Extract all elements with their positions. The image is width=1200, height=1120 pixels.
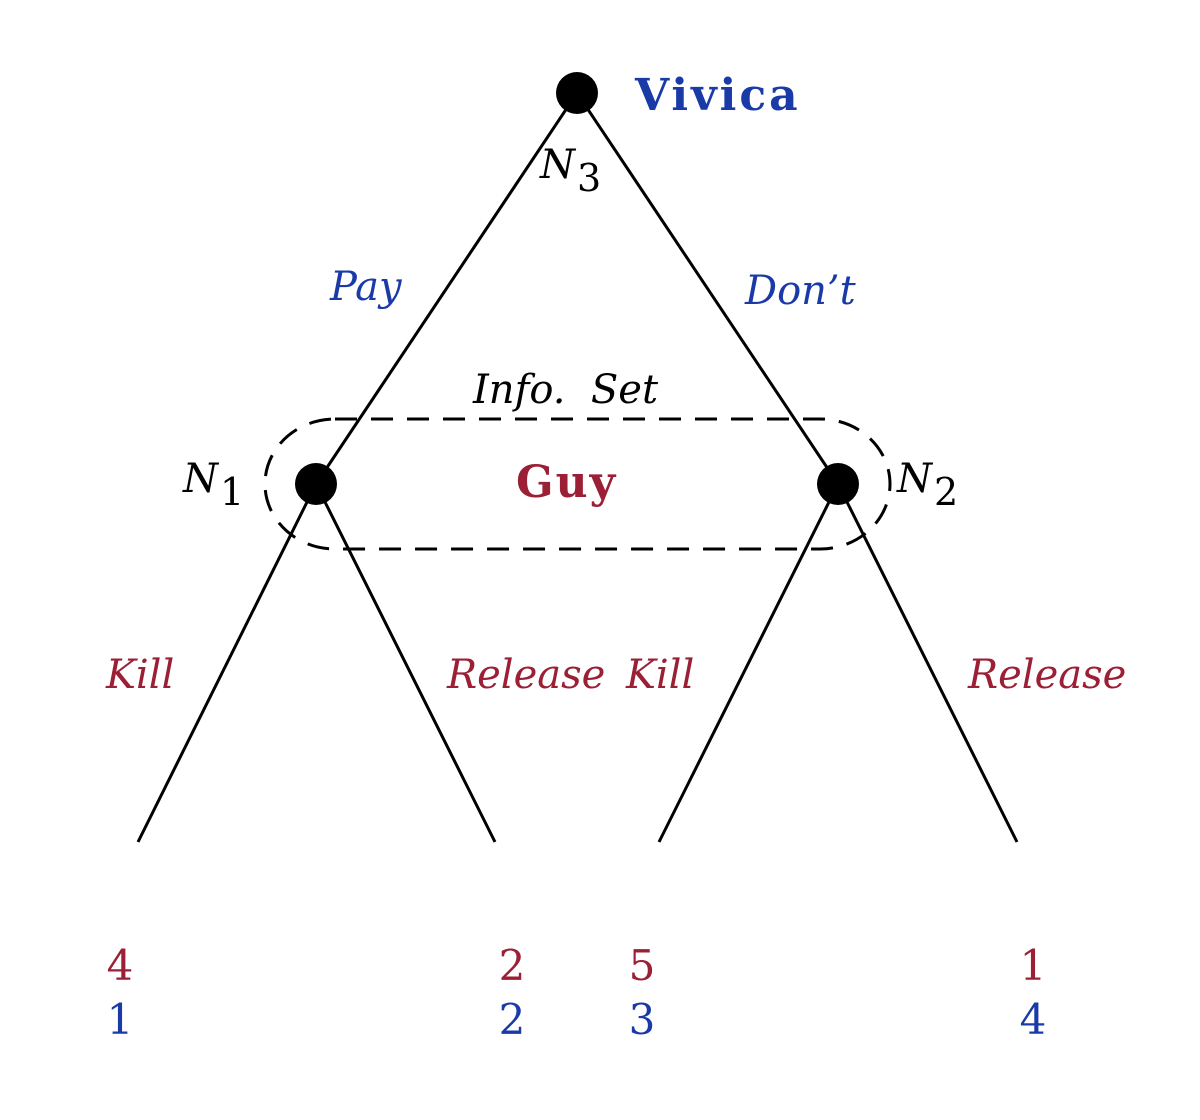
action-right-kill-label: Kill — [625, 652, 694, 698]
edge-left-release — [314, 483, 497, 843]
node-n2 — [817, 463, 859, 505]
root-node-label: N3 — [539, 142, 601, 200]
node-n1 — [295, 463, 337, 505]
edge-left-kill — [136, 483, 318, 843]
node-n2-subscript: 2 — [934, 470, 958, 514]
root-node-subscript: 3 — [577, 156, 601, 200]
payoff-4-top: 1 — [1020, 941, 1047, 990]
payoff-1-top: 4 — [107, 941, 134, 990]
action-dont-label: Don’t — [744, 268, 857, 314]
edge-pay — [314, 92, 579, 485]
action-left-release-label: Release — [446, 652, 605, 698]
info-set-label: Info. Set — [472, 367, 659, 413]
payoff-2-top: 2 — [499, 941, 526, 990]
payoff-1-bottom: 1 — [107, 995, 134, 1044]
node-n2-label: N2 — [896, 456, 958, 514]
node-n1-subscript: 1 — [220, 470, 244, 514]
root-node — [556, 72, 598, 114]
info-set-player-label: Guy — [516, 457, 617, 508]
node-n1-label: N1 — [182, 456, 244, 514]
action-right-release-label: Release — [967, 652, 1126, 698]
payoff-3-top: 5 — [629, 941, 656, 990]
root-player-label: Vivica — [634, 70, 801, 121]
edge-dont — [575, 92, 840, 485]
action-pay-label: Pay — [329, 264, 403, 310]
action-left-kill-label: Kill — [105, 652, 174, 698]
payoff-2-bottom: 2 — [499, 995, 526, 1044]
payoff-4-bottom: 4 — [1020, 995, 1047, 1044]
edge-right-kill — [657, 483, 840, 843]
information-set-outline — [263, 417, 892, 551]
edge-right-release — [836, 483, 1019, 843]
payoff-3-bottom: 3 — [629, 995, 656, 1044]
